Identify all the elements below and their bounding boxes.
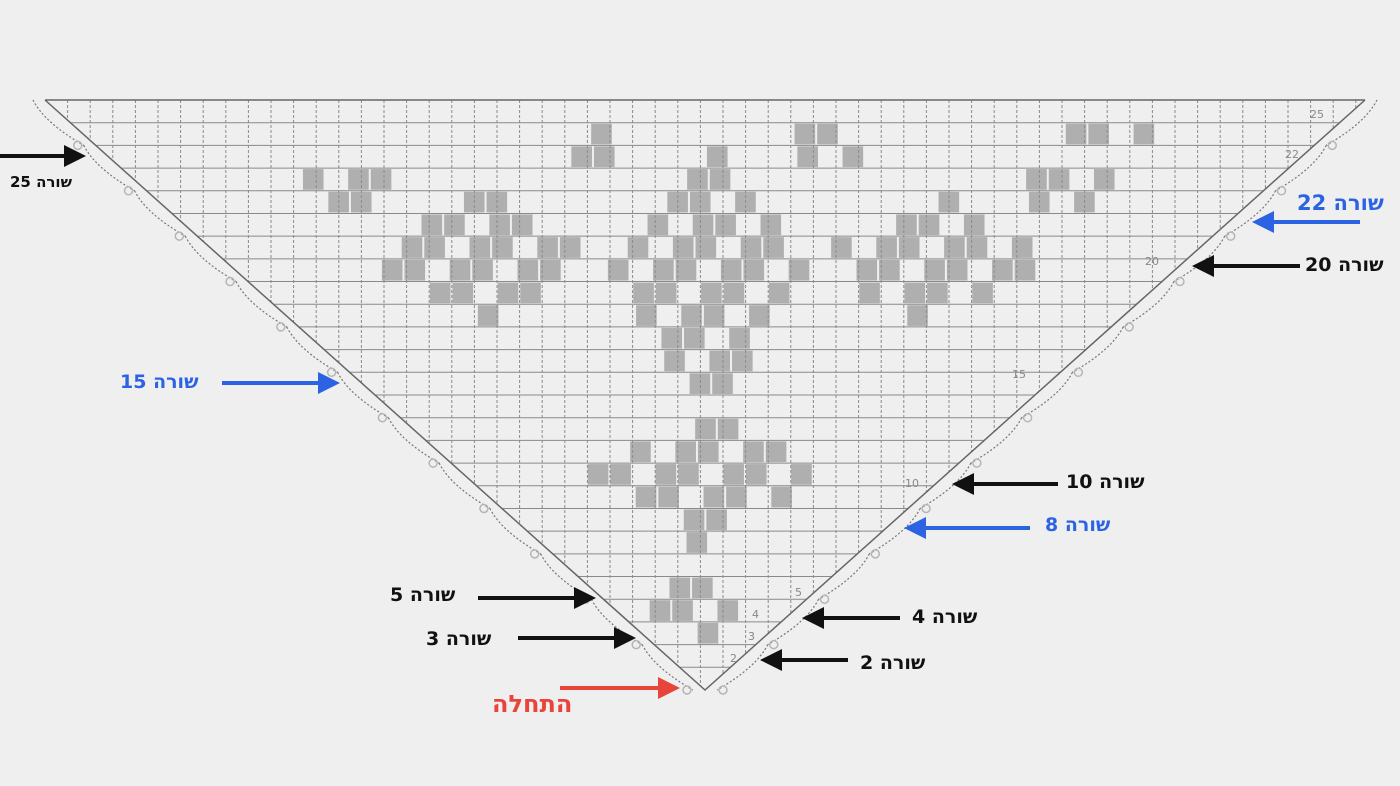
arrow-row-3 [518,627,636,649]
arrow-row-8 [904,517,1030,539]
label-row-4: שורה 4 [912,606,978,628]
label-row-20: שורה 20 [1305,254,1384,276]
chart-row-number: 22 [1285,148,1299,161]
chart-row-number: 2 [730,652,737,665]
chart-row-number: 25 [1310,108,1324,121]
arrow-row-15 [222,372,340,394]
arrow-row-22 [1252,211,1360,233]
label-row-25: שורה 25 [10,173,72,191]
chart-row-number: 4 [752,608,759,621]
arrow-row-20 [1192,255,1300,277]
label-row-15: שורה 15 [120,371,199,393]
label-row-3: שורה 3 [426,628,492,650]
shell-border-edge [32,99,1378,695]
arrow-row-2 [760,649,848,671]
arrow-row-4 [802,607,900,629]
chart-row-numbers: 23 4 5 10 15 20 22 25 [730,108,1324,665]
label-row-22: שורה 22 [1297,191,1384,215]
arrow-row-10 [952,473,1058,495]
arrow-row-5 [478,587,596,609]
arrow-start [560,677,680,699]
chart-row-number: 10 [905,477,919,490]
chart-row-number: 3 [748,630,755,643]
label-row-10: שורה 10 [1066,471,1145,493]
row-pointer-arrows [0,145,1360,699]
label-row-2: שורה 2 [860,652,926,674]
chart-row-number: 15 [1012,368,1026,381]
label-row-8: שורה 8 [1045,514,1111,536]
filled-block-pattern [302,123,1155,644]
chart-row-number: 20 [1145,255,1159,268]
label-row-5: שורה 5 [390,584,456,606]
chart-row-number: 5 [795,586,802,599]
arrow-row-25 [0,145,86,167]
label-start: התחלה [492,690,573,718]
